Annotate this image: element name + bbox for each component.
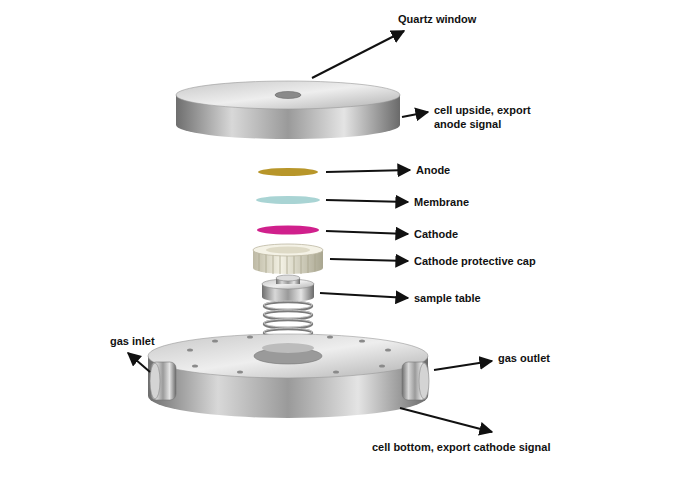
part-label: cell bottom, export cathode signal <box>372 440 550 454</box>
part-label: Quartz window <box>398 12 476 26</box>
leader-arrow <box>128 31 492 432</box>
cell-upside <box>176 81 400 139</box>
part-label: gas inlet <box>110 334 155 348</box>
part-label: Cathode protective cap <box>414 254 536 268</box>
cell-bottom <box>148 334 428 418</box>
part-label: cell upside, export anode signal <box>434 103 552 131</box>
gas-port <box>150 362 429 400</box>
part-label: gas outlet <box>498 351 550 365</box>
cathode-disc <box>257 226 319 235</box>
membrane-disc <box>256 196 320 204</box>
cathode-cap <box>253 244 323 274</box>
part-label: Anode <box>416 163 450 177</box>
part-label: sample table <box>414 291 481 305</box>
part-label: Membrane <box>414 195 469 209</box>
anode-disc <box>258 168 318 176</box>
part-label: Cathode <box>414 227 458 241</box>
